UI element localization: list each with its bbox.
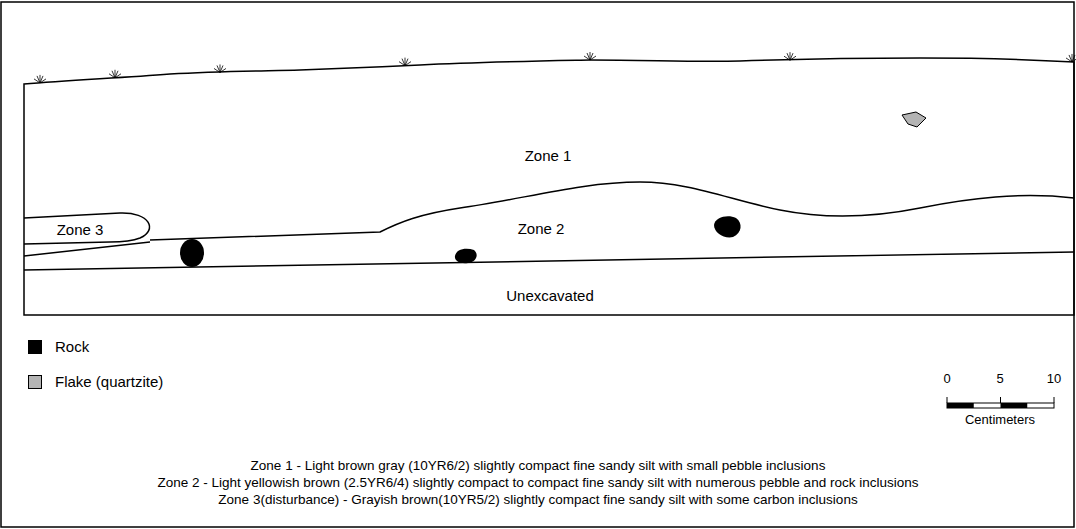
grass-stroke [787,53,790,60]
zone-label: Zone 3 [57,221,104,238]
grass-stroke [112,71,115,78]
zone-region: Unexcavated [502,285,598,306]
zone-label: Zone 1 [525,147,572,164]
scale-tick [1054,397,1055,403]
quartzite-flake [902,112,926,127]
scale-label: 0 [943,371,950,386]
rock [180,239,204,267]
grass-stroke [1072,58,1076,62]
zone-region: Zone 2 [514,218,569,239]
grass-stroke [220,68,226,72]
zone-description: Zone 1 - Light brown gray (10YR6/2) slig… [251,458,826,473]
grass-stroke [587,53,590,60]
grass-stroke [115,74,121,78]
scale-label: 5 [996,371,1003,386]
scale-segment [947,403,974,408]
scale-bar [947,403,1054,408]
zone-region: Zone 3 [53,219,108,240]
scale-label: Centimeters [965,412,1035,427]
disturbance-lens [24,213,150,244]
grass-stroke [405,62,411,66]
legend-swatch [28,375,42,389]
legend-label: Rock [55,338,89,356]
grass-tufts [34,52,1076,83]
zone-description: Zone 2 - Light yellowish brown (2.5YR6/4… [158,475,919,490]
grass-stroke [40,79,46,83]
grass-stroke [217,65,220,72]
scale-segment [1001,403,1028,408]
rock [455,249,477,264]
grass-stroke [37,76,40,83]
zone-label: Zone 2 [518,220,565,237]
legend-swatch [28,340,42,354]
rock [714,216,741,237]
scale-bar [947,397,1054,408]
profile-outline [24,58,1074,315]
zone-boundary [24,242,150,256]
scale-tick [1000,397,1001,403]
grass-stroke [590,56,596,60]
scale-tick [947,397,948,403]
zone-region: Zone 1 [521,145,576,166]
zone-boundary [150,182,1074,240]
grass-stroke [790,56,796,60]
grass-stroke [402,59,405,66]
zone-description: Zone 3(disturbance) - Grayish brown(10YR… [218,492,857,507]
scale-label: 10 [1047,371,1061,386]
grass-stroke [1069,55,1072,62]
legend-label: Flake (quartzite) [55,373,163,391]
zone-label: Unexcavated [506,287,594,304]
